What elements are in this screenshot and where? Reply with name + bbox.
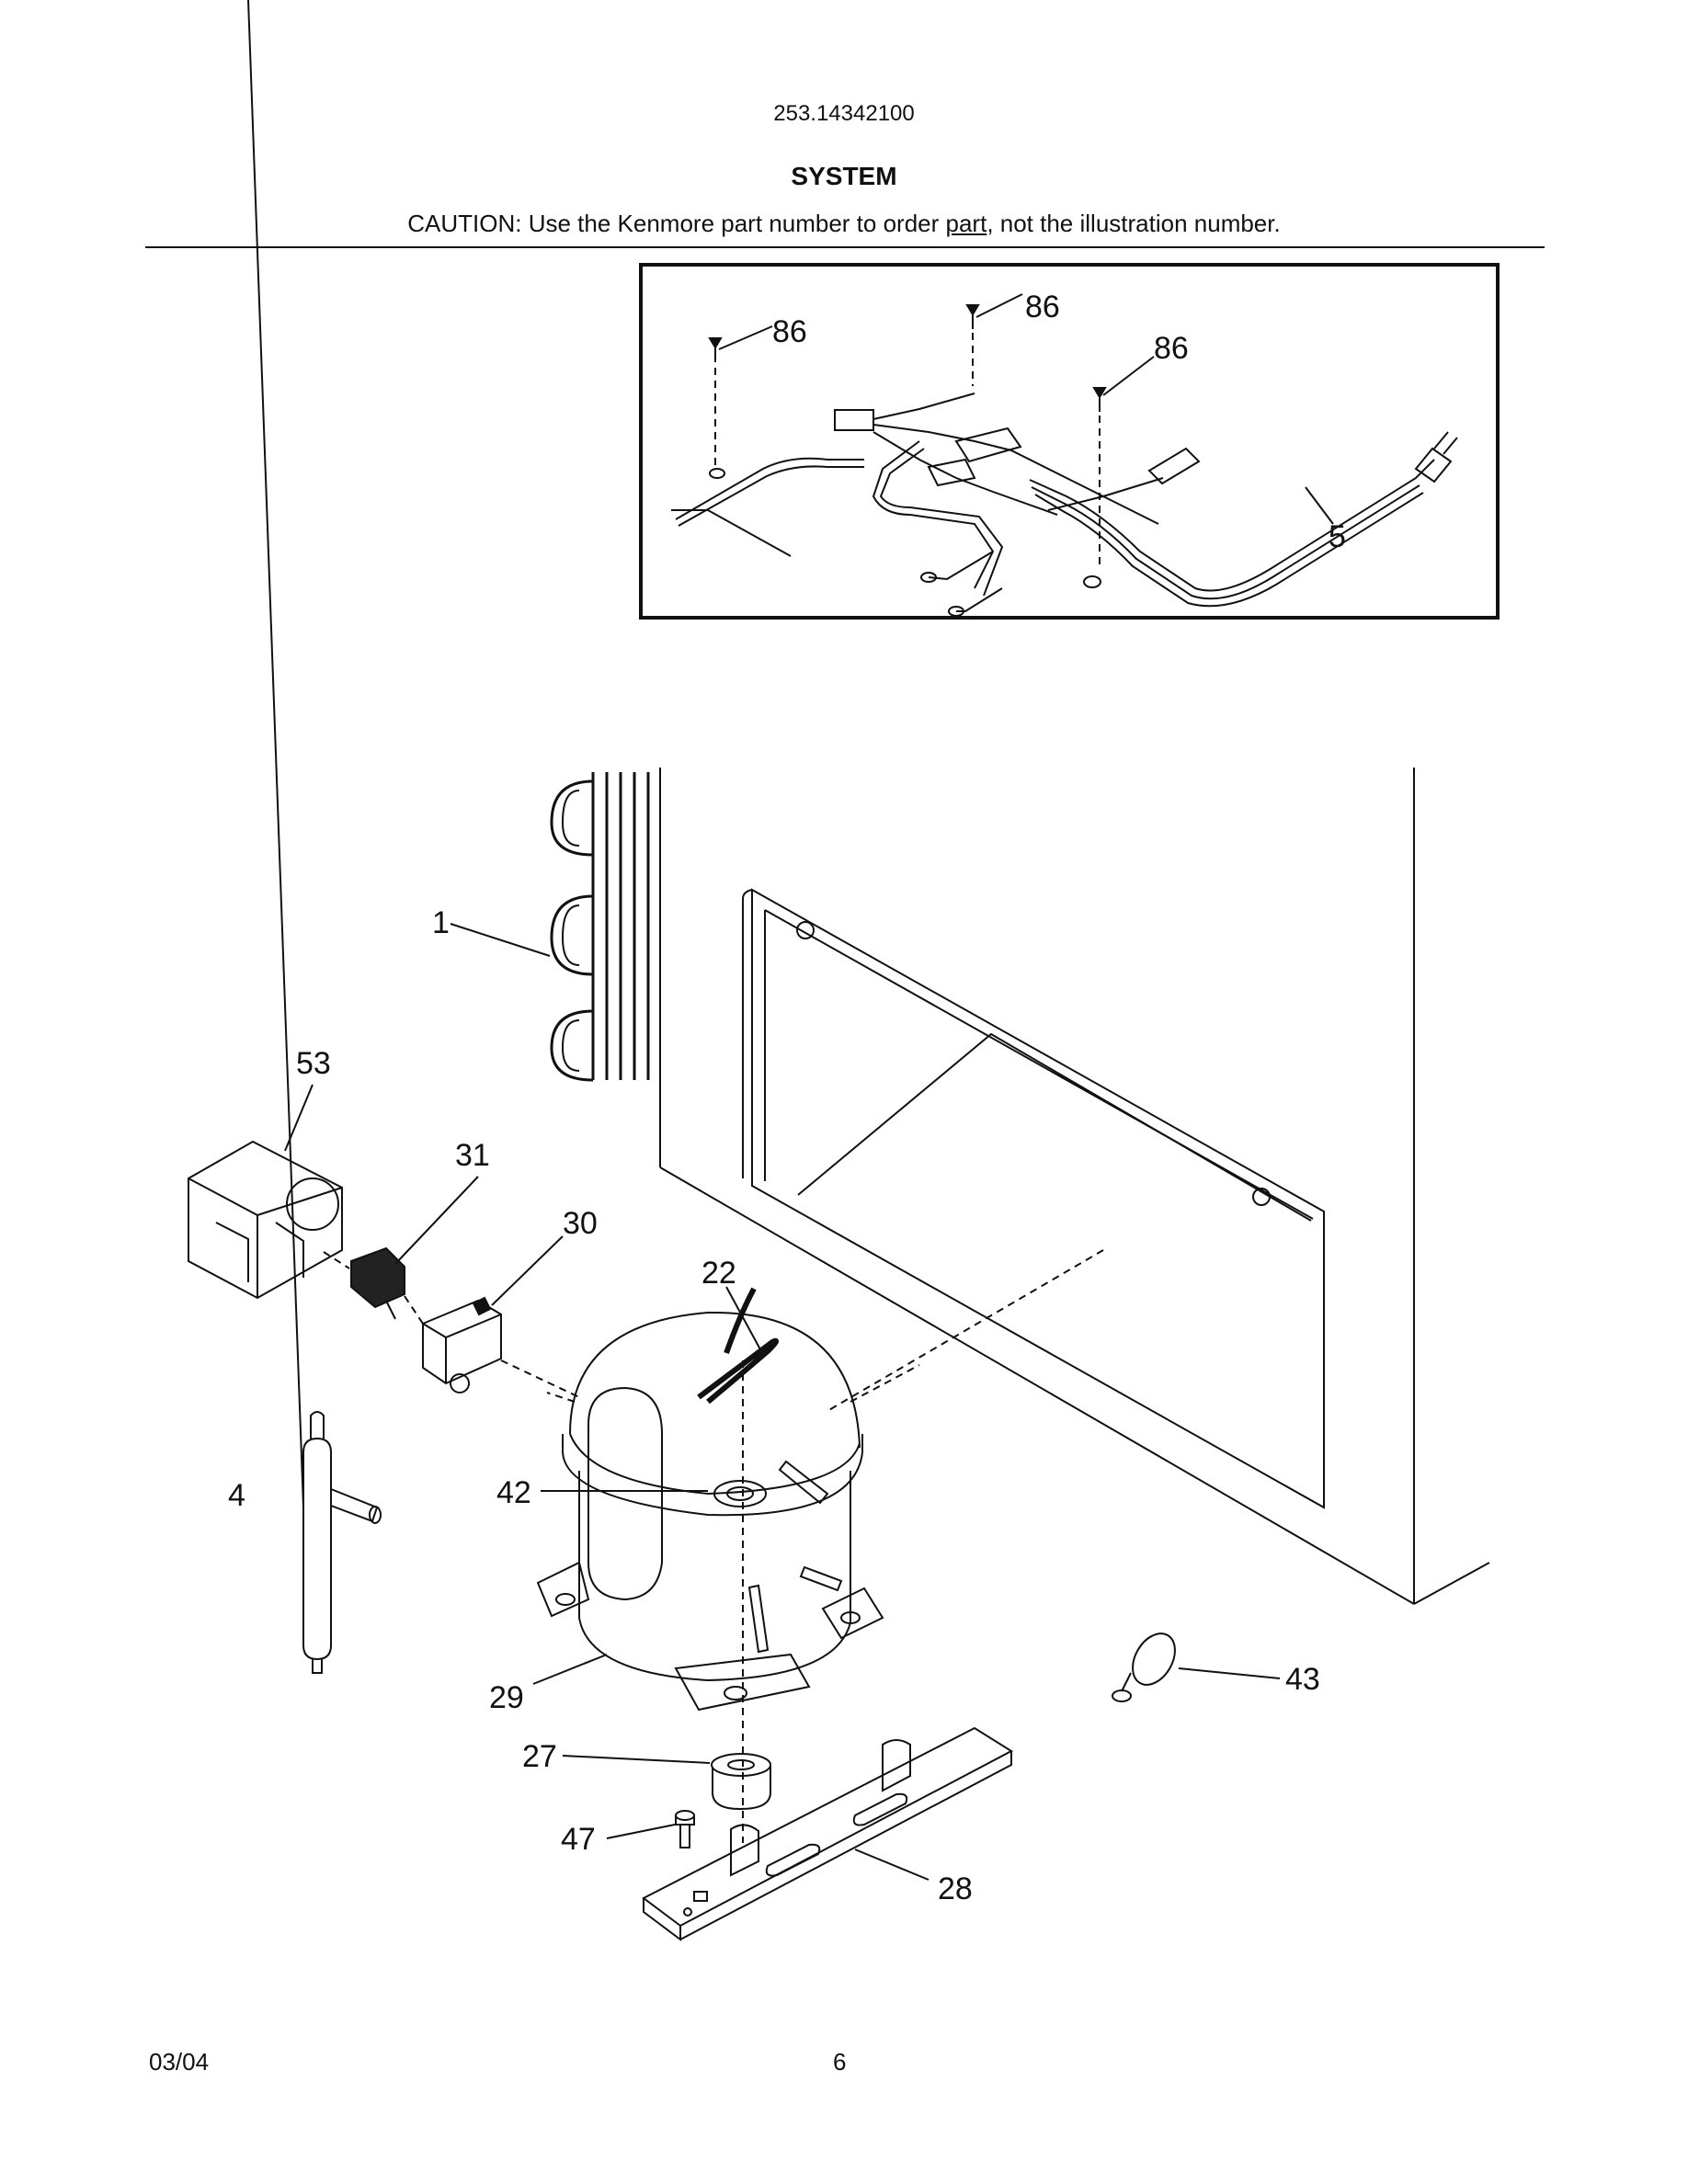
section-title: SYSTEM (791, 162, 897, 190)
wiring-harness-icon (671, 304, 1458, 617)
callout-screw-86-a: 86 (772, 314, 807, 349)
cabinet-outline-icon (659, 768, 1490, 1605)
screw-icon (965, 304, 980, 386)
callout-power-cord-5: 5 (1329, 519, 1346, 554)
overload-icon (350, 1246, 405, 1320)
header-rule (145, 246, 1545, 248)
caution-note: CAUTION: Use the Kenmore part number to … (0, 210, 1688, 238)
callout-cover-53: 53 (296, 1046, 331, 1081)
relay-icon (422, 1296, 502, 1393)
screw-icon (1092, 387, 1107, 570)
callout-base-plate-28: 28 (938, 1871, 973, 1906)
grommet-icon (711, 1753, 771, 1811)
page-number: 6 (833, 2048, 847, 2076)
bolt-icon (675, 1810, 695, 1848)
compressor-icon (536, 1311, 884, 1712)
condenser-coil-icon (550, 772, 650, 1082)
callout-condenser-1: 1 (432, 905, 450, 940)
callout-clip-22: 22 (701, 1256, 736, 1291)
wiring-inset-frame (639, 263, 1500, 620)
callout-drier-4: 4 (228, 1478, 245, 1513)
callout-tube-clip-43: 43 (1285, 1662, 1320, 1697)
tube-clip-icon (1112, 1632, 1176, 1702)
callout-screw-86-b: 86 (1025, 290, 1060, 324)
caution-text-end: , not the illustration number. (987, 210, 1281, 237)
callout-grommet-42: 42 (496, 1475, 531, 1510)
terminal-cover-icon (188, 1140, 343, 1300)
callout-grommet-27: 27 (522, 1739, 557, 1774)
callout-screw-86-c: 86 (1154, 331, 1189, 366)
callout-relay-30: 30 (563, 1206, 598, 1241)
model-number: 253.14342100 (773, 101, 915, 126)
callout-overload-31: 31 (455, 1138, 490, 1173)
screw-icon (708, 337, 723, 469)
base-plate-icon (642, 1726, 1014, 1941)
caution-underlined-word: part (945, 210, 987, 237)
caution-text-start: CAUTION: Use the Kenmore part number to … (407, 210, 946, 237)
callout-bolt-47: 47 (561, 1822, 596, 1857)
drier-icon (302, 1411, 382, 1674)
footer-date: 03/04 (149, 2048, 210, 2076)
callout-compressor-29: 29 (489, 1680, 524, 1715)
clip-icon (697, 1287, 779, 1405)
